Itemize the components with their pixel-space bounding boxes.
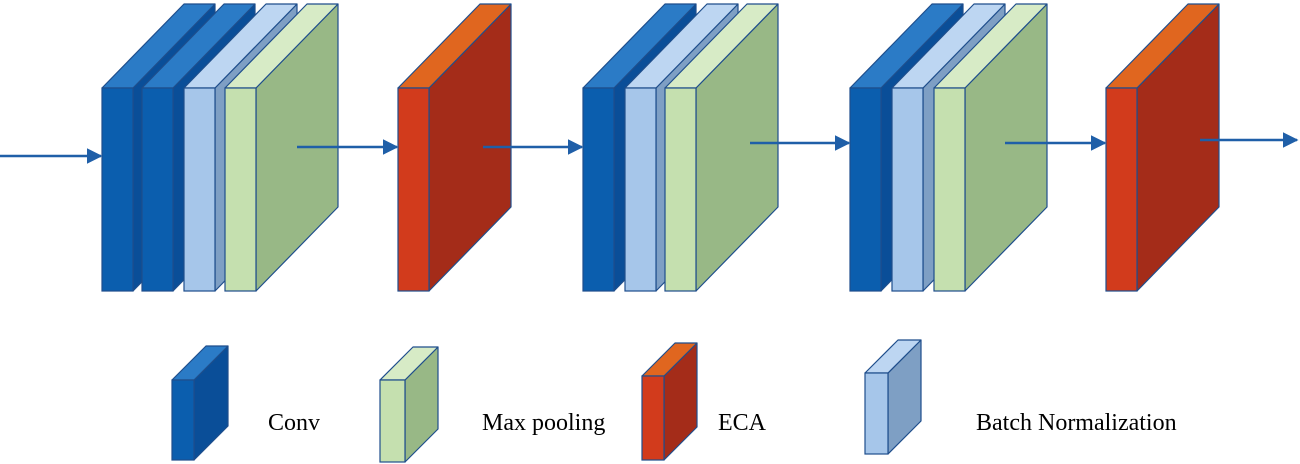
legend-label-batch-normalization: Batch Normalization <box>976 410 1177 436</box>
stage-2-eca-layer-1 <box>397 3 512 292</box>
legend-label-max-pooling: Max pooling <box>482 410 606 436</box>
stage-3 <box>582 3 779 292</box>
max-pooling-block-icon <box>379 346 439 463</box>
layer-blocks <box>101 3 1220 292</box>
eca-block-icon <box>641 342 698 461</box>
legend-label-conv: Conv <box>268 410 321 436</box>
stage-5-eca-layer-1 <box>1105 3 1220 292</box>
stage-3-max-pool-layer-3 <box>664 3 779 292</box>
flow-arrows <box>0 132 1299 164</box>
batch-normalization-block-icon <box>864 339 922 455</box>
stage-1 <box>101 3 339 292</box>
stage-4-max-pool-layer-3 <box>933 3 1048 292</box>
legend-label-eca: ECA <box>718 410 766 436</box>
conv-block-icon <box>171 345 229 461</box>
stage-5 <box>1105 3 1220 292</box>
stage-2 <box>397 3 512 292</box>
stage-4 <box>849 3 1048 292</box>
legend-icons <box>171 339 922 463</box>
